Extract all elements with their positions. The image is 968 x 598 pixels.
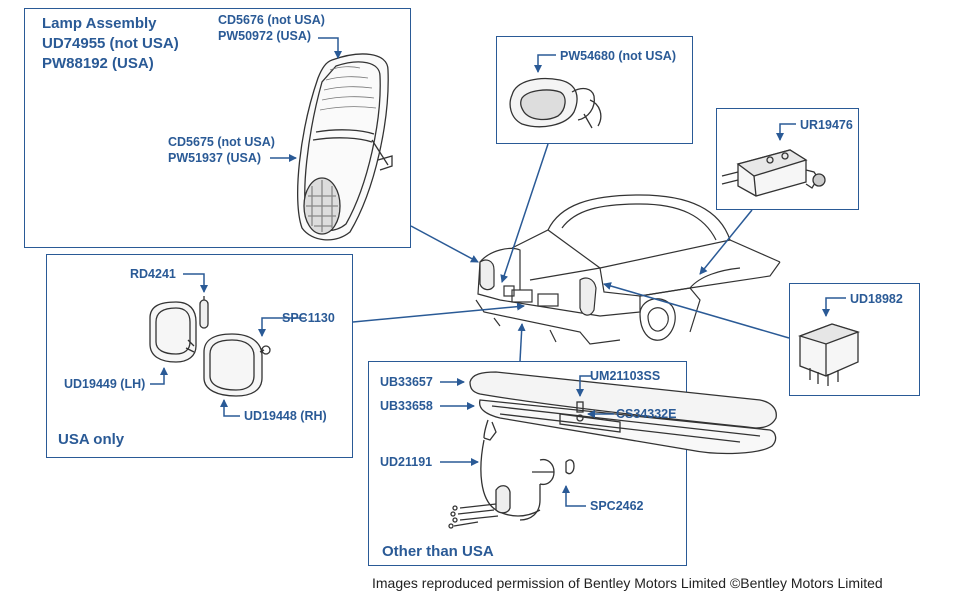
part-label-ub33657: UB33657 (380, 375, 433, 389)
part-number: PW51937 (USA) (168, 151, 262, 165)
lamp-assembly-title-line: Lamp Assembly (42, 15, 157, 32)
part-label-ur19476: UR19476 (800, 118, 853, 132)
ud18982-panel (789, 283, 920, 396)
number-plate-lamp-drawing (448, 371, 777, 529)
usa-only-caption: USA only (58, 431, 125, 448)
part-label-lower-lens: CD5675 (not USA) PW51937 (USA) (168, 134, 275, 166)
lamp-assembly-title: Lamp Assembly UD74955 (not USA) PW88192 … (42, 14, 179, 74)
part-label-um21103ss: UM21103SS (590, 369, 661, 383)
part-label-upper-lens: CD5676 (not USA) PW50972 (USA) (218, 12, 325, 44)
part-label-ud19449: UD19449 (LH) (64, 377, 146, 391)
copyright-credit: Images reproduced permission of Bentley … (372, 575, 883, 591)
lamp-assembly-title-line: PW88192 (USA) (42, 55, 154, 72)
lamp-assembly-panel (24, 8, 411, 248)
side-marker-drawing (509, 77, 602, 129)
part-label-cs34332e: CS34332E (616, 407, 677, 421)
pw54680-panel (496, 36, 693, 144)
relay-drawing (797, 323, 861, 386)
ur19476-panel (716, 108, 859, 210)
other-than-usa-panel (368, 361, 687, 566)
part-number: CD5675 (not USA) (168, 135, 275, 149)
usa-lamps-drawing (149, 296, 271, 397)
part-label-ud19448: UD19448 (RH) (244, 409, 327, 423)
part-label-ud21191: UD21191 (380, 455, 433, 469)
part-label-ud18982: UD18982 (850, 292, 903, 306)
usa-only-panel (46, 254, 353, 458)
other-than-usa-caption: Other than USA (382, 543, 494, 560)
part-label-ub33658: UB33658 (380, 399, 433, 413)
part-label-spc2462: SPC2462 (590, 499, 644, 513)
rear-lamp-drawing (296, 53, 393, 241)
part-label-spc1130: SPC1130 (282, 311, 335, 325)
leader-lines (150, 37, 846, 507)
part-label-pw54680: PW54680 (not USA) (560, 49, 676, 63)
part-label-rd4241: RD4241 (130, 267, 176, 281)
switch-drawing (721, 149, 826, 197)
lamp-assembly-title-line: UD74955 (not USA) (42, 35, 179, 52)
part-number: CD5676 (not USA) (218, 13, 325, 27)
part-number: PW50972 (USA) (218, 29, 312, 43)
